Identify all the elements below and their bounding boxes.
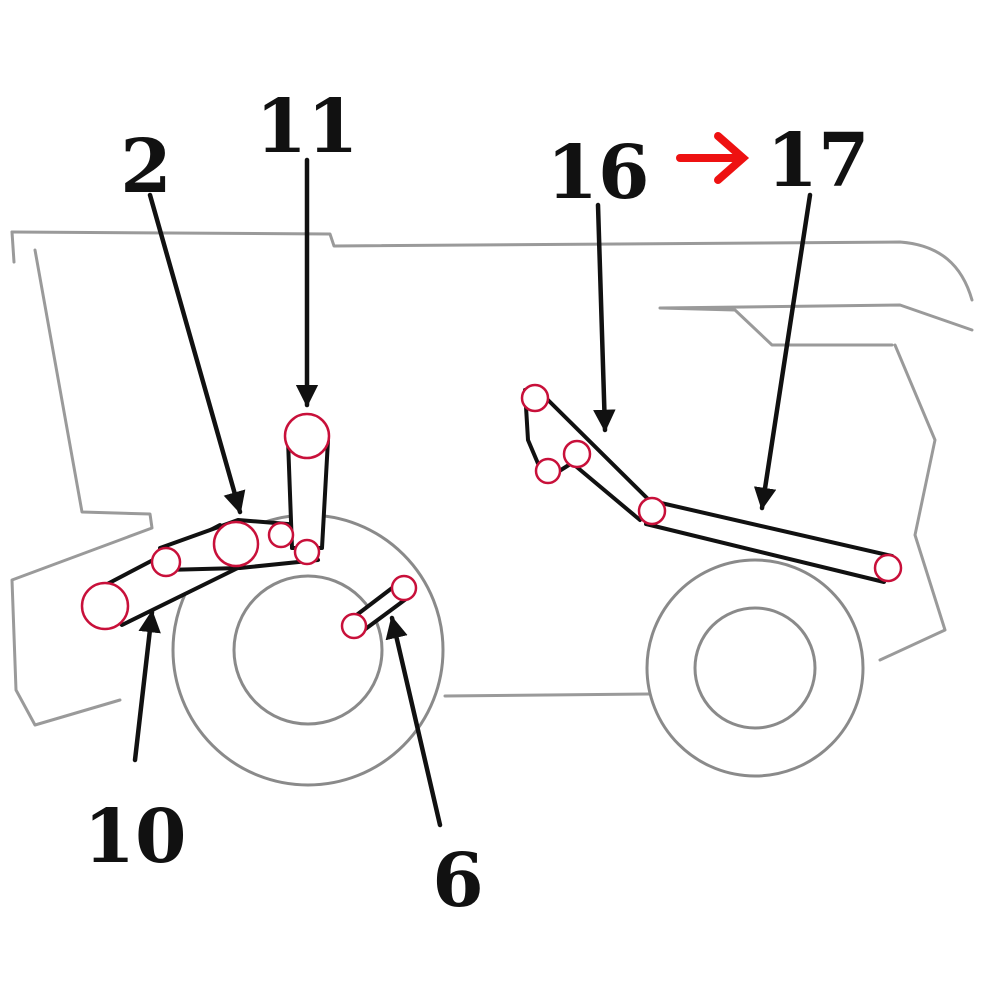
pointer-arrows <box>132 157 813 828</box>
rear-wheel <box>645 558 865 778</box>
pulley <box>562 439 592 469</box>
roof-panel-outline <box>658 303 974 347</box>
body-outline <box>10 230 974 727</box>
pulley <box>212 520 260 568</box>
rear-rim <box>693 606 817 730</box>
inner-panel-line <box>10 230 16 264</box>
callout-17: 17 <box>767 118 870 204</box>
callout-2: 2 <box>120 124 172 210</box>
pulley <box>293 538 321 566</box>
callouts: 2 11 16 17 10 6 <box>84 84 870 924</box>
right-arrow-icon <box>676 132 750 184</box>
callout-6: 6 <box>432 838 484 924</box>
pulley <box>534 457 562 485</box>
pulley <box>80 581 130 631</box>
callout-16: 16 <box>547 130 650 216</box>
pulleys <box>80 383 903 640</box>
pulley <box>283 412 331 460</box>
pulley <box>520 383 550 413</box>
pulley <box>340 612 368 640</box>
pointer-10 <box>132 609 161 763</box>
callout-11: 11 <box>256 84 359 170</box>
pointer-6 <box>385 615 443 828</box>
pointer-16 <box>593 202 616 433</box>
front-wheel <box>171 513 445 787</box>
pulley <box>390 574 418 602</box>
pulley <box>637 496 667 526</box>
pointer-17 <box>753 192 813 511</box>
pulley <box>873 553 903 583</box>
machine-outline <box>10 230 974 727</box>
callout-10: 10 <box>84 794 187 880</box>
front-rim <box>232 574 384 726</box>
pulley <box>267 521 295 549</box>
pointer-2 <box>147 192 246 515</box>
pulley <box>150 546 182 578</box>
